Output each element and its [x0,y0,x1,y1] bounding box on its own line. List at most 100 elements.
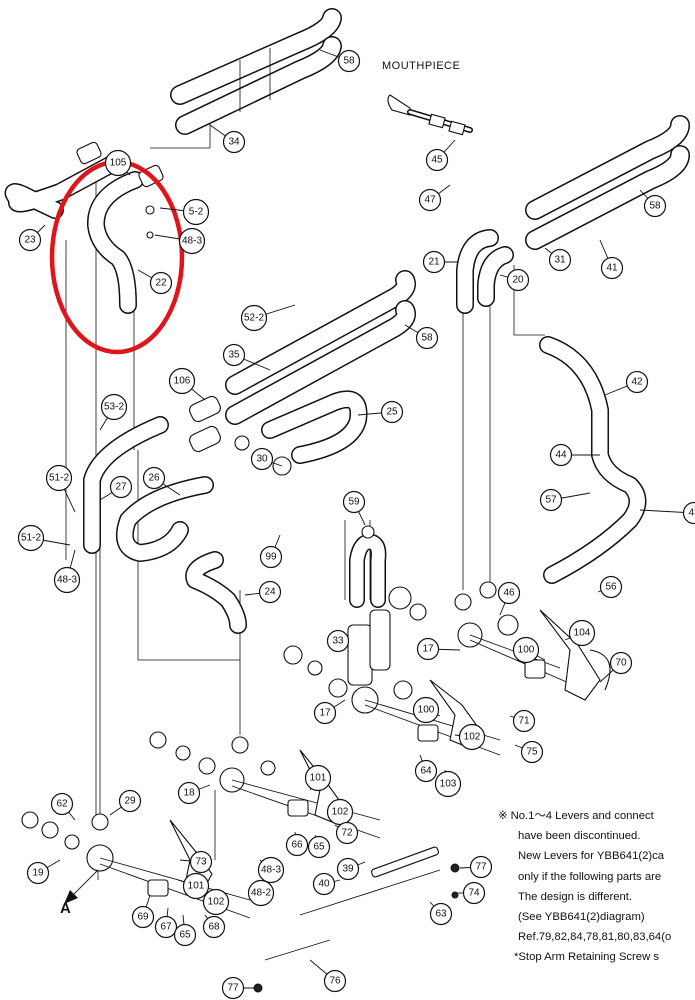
part-callout-21: 21 [422,250,458,274]
svg-text:77: 77 [227,983,239,994]
part-callout-17: 17 [313,699,346,725]
svg-text:17: 17 [319,708,331,719]
svg-text:106: 106 [174,376,191,387]
svg-text:105: 105 [110,158,127,169]
svg-text:26: 26 [148,473,160,484]
svg-text:24: 24 [264,587,276,598]
part-callout-77: 77 [221,976,255,1000]
svg-text:42: 42 [631,377,643,388]
svg-text:51-2: 51-2 [49,473,69,484]
part-callout-71: 71 [509,709,536,733]
part-callout-53-2: 53-2 [99,393,128,431]
part-callout-65: 65 [173,914,197,947]
part-callout-44: 44 [549,443,600,467]
svg-text:51-2: 51-2 [21,533,41,544]
svg-text:22: 22 [155,278,167,289]
part-callout-64: 64 [414,754,438,783]
part-callout-67: 67 [154,907,178,939]
notice-line: ※ No.1～4 Levers and connect [498,810,654,822]
part-callout-39: 39 [336,857,366,881]
part-callout-48-3: 48-3 [154,227,206,255]
part-callout-74: 74 [458,881,486,905]
svg-text:100: 100 [518,645,535,656]
part-callout-99: 99 [259,534,283,569]
svg-text:46: 46 [503,588,515,599]
view-arrow-label: A [60,900,71,917]
svg-text:58: 58 [421,333,433,344]
part-callout-41: 41 [599,239,624,280]
part-callout-20: 20 [499,268,530,292]
part-callout-63: 63 [429,901,453,926]
part-callout-43: 43 [639,501,695,525]
svg-text:101: 101 [188,881,205,892]
part-callout-33: 33 [326,629,350,653]
part-callout-68: 68 [202,914,226,939]
svg-text:25: 25 [386,407,398,418]
part-callout-70: 70 [599,651,633,683]
svg-text:72: 72 [341,828,353,839]
part-callout-51-2: 51-2 [17,524,71,552]
svg-text:39: 39 [342,864,354,875]
notice-line: Ref.79,82,84,78,81,80,83,64(o [518,931,672,944]
tubes [4,8,690,686]
part-callout-47: 47 [418,184,451,212]
part-callout-48-2: 48-2 [247,879,275,907]
svg-text:21: 21 [428,257,440,268]
part-callout-59: 59 [342,490,366,526]
part-callout-103: 103 [434,769,462,798]
part-callout-48-3: 48-3 [53,549,81,594]
svg-text:43: 43 [688,508,695,519]
svg-text:70: 70 [615,658,627,669]
part-callout-26: 26 [142,466,181,496]
valve-assemblies [21,581,611,993]
svg-text:20: 20 [512,275,524,286]
part-callout-102: 102 [454,723,486,751]
part-callout-48-3: 48-3 [257,856,285,884]
svg-text:48-3: 48-3 [261,865,281,876]
part-callout-5-2: 5-2 [159,198,210,226]
part-callout-73: 73 [179,850,213,874]
svg-text:17: 17 [422,644,434,655]
part-callout-18: 18 [177,781,211,805]
part-callout-52-2: 52-2 [240,304,296,332]
part-callout-46: 46 [497,581,521,616]
part-callout-24: 24 [244,580,282,604]
svg-text:74: 74 [468,888,480,899]
part-callout-45: 45 [425,139,456,172]
part-callout-75: 75 [514,740,544,764]
svg-text:48-2: 48-2 [251,888,271,899]
svg-text:103: 103 [440,779,457,790]
svg-text:44: 44 [555,450,567,461]
part-callout-19: 19 [26,859,61,885]
part-callout-29: 29 [109,789,142,816]
svg-text:102: 102 [464,732,481,743]
part-callout-51-2: 51-2 [45,464,76,513]
svg-text:18: 18 [183,788,195,799]
svg-text:35: 35 [228,350,240,361]
part-callout-65: 65 [307,834,331,859]
svg-text:63: 63 [435,909,447,920]
svg-text:65: 65 [179,930,191,941]
part-callout-101: 101 [177,872,210,900]
part-callout-105: 105 [104,149,132,177]
part-callout-58: 58 [639,189,667,218]
notice-line: have been discontinued. [518,830,641,843]
part-callout-17: 17 [416,637,461,661]
svg-text:58: 58 [343,56,355,67]
part-callout-30: 30 [250,447,283,471]
part-callout-106: 106 [168,367,206,401]
notice-line: *Stop Arm Retaining Screw s [514,951,660,964]
part-callout-22: 22 [137,269,173,295]
svg-text:64: 64 [420,766,432,777]
part-callout-66: 66 [285,831,309,857]
svg-text:76: 76 [329,976,341,987]
svg-text:65: 65 [313,842,325,853]
svg-text:102: 102 [332,807,349,818]
svg-text:45: 45 [431,155,443,166]
svg-text:58: 58 [649,201,661,212]
svg-text:73: 73 [195,857,207,868]
part-callout-58: 58 [319,49,361,73]
svg-text:102: 102 [208,897,225,908]
notice-line: (See YBB641(2)diagram) [518,911,645,924]
